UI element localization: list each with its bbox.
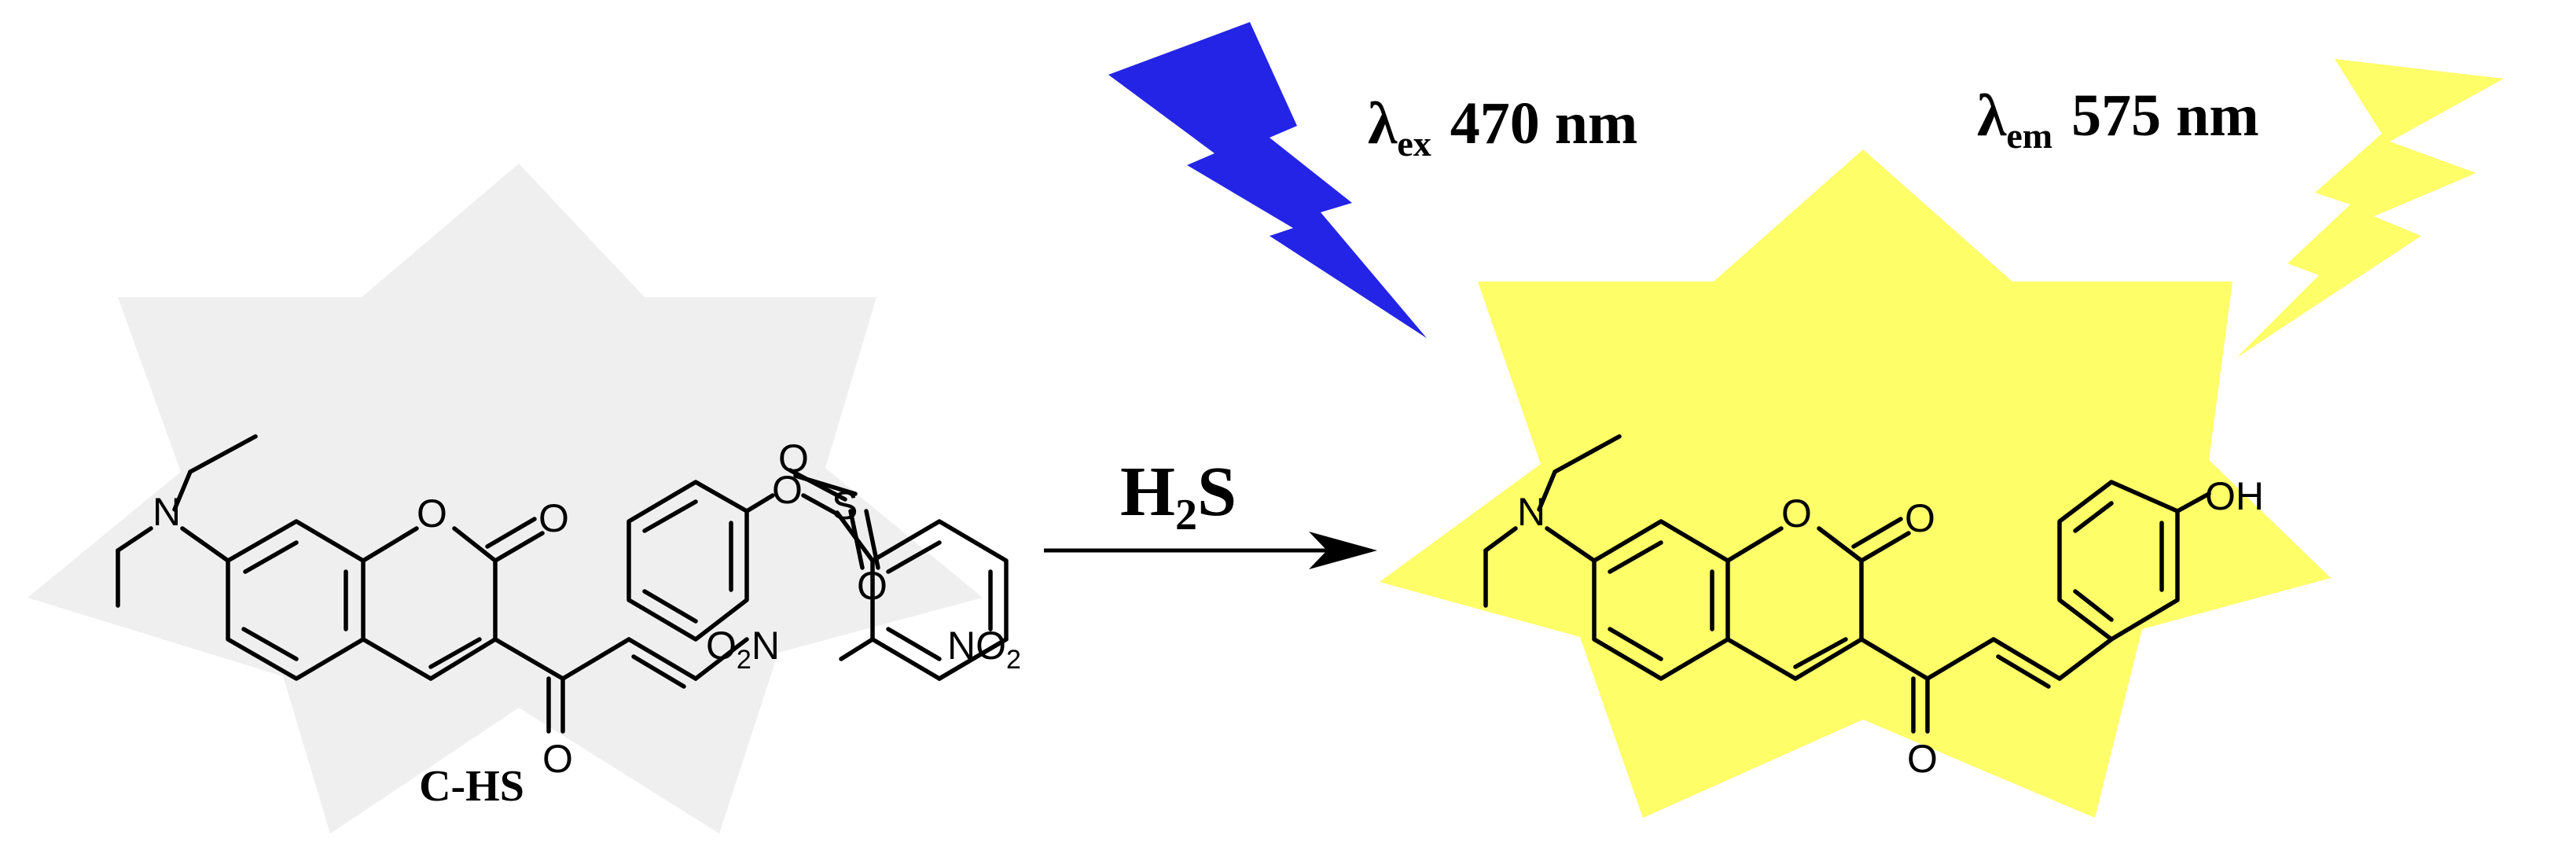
- emission-lambda: λ: [1977, 83, 2007, 149]
- reactant-ketone-oxygen: O: [542, 737, 573, 781]
- reactant-carbonyl-oxygen: O: [538, 496, 569, 540]
- product-ring-oxygen: O: [1781, 491, 1812, 536]
- excitation-label: λex 470 nm: [1368, 90, 1637, 164]
- emission-label: λem 575 nm: [1977, 83, 2259, 156]
- product-ketone-oxygen: O: [1907, 737, 1938, 781]
- reactant-nitro-right: NO2: [947, 624, 1021, 675]
- reaction-arrow: [1044, 532, 1377, 569]
- product-carbonyl-oxygen: O: [1905, 496, 1935, 540]
- white-inset-box: [1741, 794, 1981, 865]
- excitation-subscript: ex: [1397, 123, 1431, 164]
- reactant-sulfur: S: [832, 484, 858, 528]
- product-atom-n: N: [1517, 490, 1545, 534]
- reactant-nitro-left: O2N: [706, 624, 780, 675]
- reactant-ring-oxygen: O: [417, 491, 447, 536]
- reactant-ether-oxygen: O: [772, 468, 803, 512]
- product-star: [1380, 149, 2331, 818]
- emission-bolt-icon: [2236, 59, 2504, 358]
- reagent-label: H2S: [1120, 453, 1237, 539]
- product-molecule: N O O O OH: [1483, 434, 2264, 781]
- emission-wavelength: 575 nm: [2071, 83, 2259, 149]
- emission-subscript: em: [2006, 116, 2052, 156]
- reactant-molecule: N O O O O S O O O2N NO2: [116, 434, 1021, 781]
- product-hydroxyl: OH: [2205, 474, 2264, 518]
- excitation-lambda: λ: [1368, 90, 1398, 156]
- excitation-bolt-icon: [1108, 22, 1427, 338]
- reactant-atom-n: N: [153, 490, 181, 534]
- reactant-star: [28, 164, 983, 834]
- reactant-sulfonyl-oxygen-bottom: O: [857, 564, 887, 608]
- reactant-name-label: C-HS: [419, 762, 524, 811]
- reactant-sulfonyl-oxygen-top: O: [778, 436, 809, 480]
- excitation-wavelength: 470 nm: [1450, 90, 1638, 156]
